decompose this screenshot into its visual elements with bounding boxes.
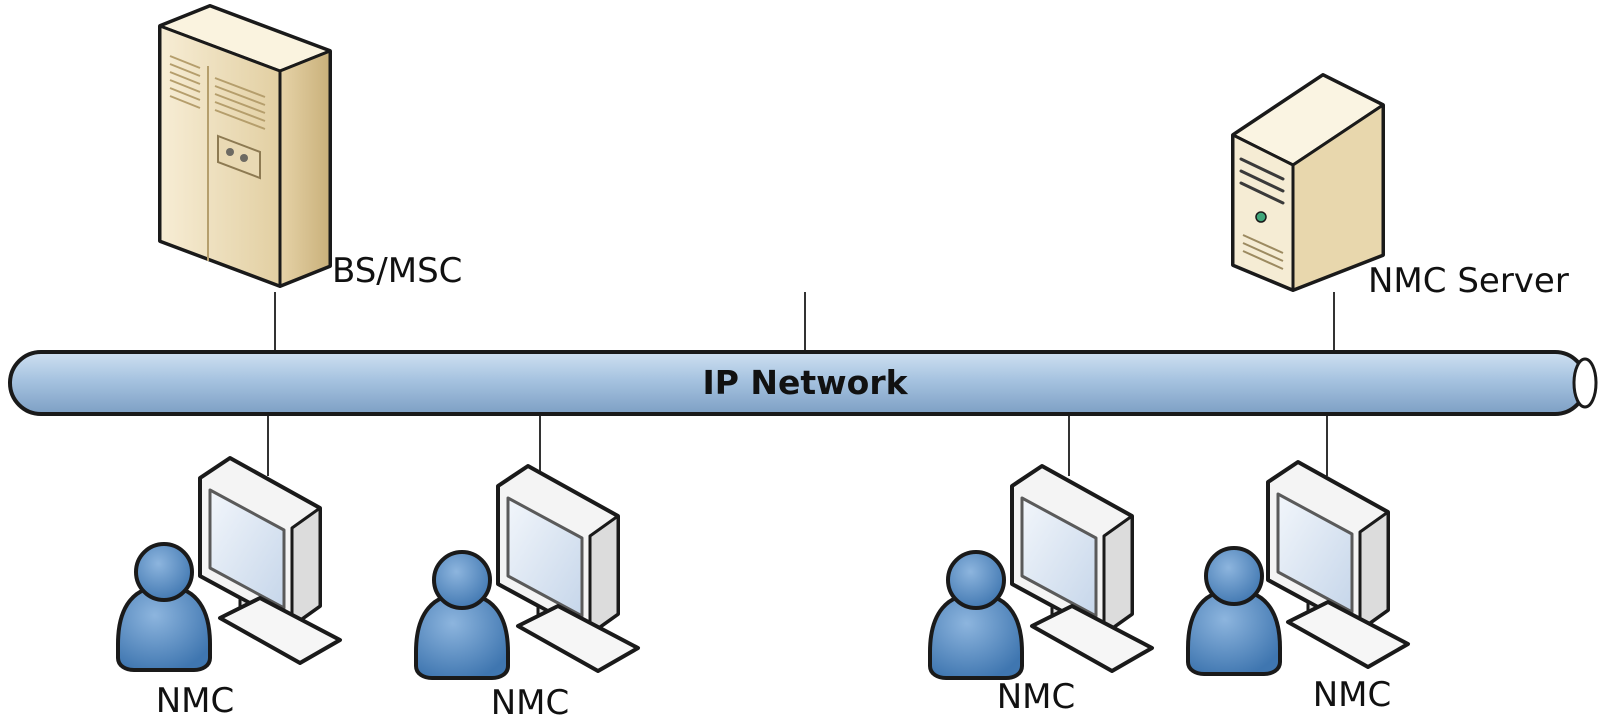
bs-msc-label: BS/MSC [332,251,462,291]
monitor-icon [496,464,640,673]
user-icon [928,550,1024,680]
monitor-icon [1010,464,1154,673]
workstation-1: NMC [116,456,342,717]
workstation-3: NMC [928,464,1154,717]
server-icon [1231,73,1385,292]
user-icon [414,550,510,680]
workstation-2: NMC [414,464,640,717]
workstation-4: NMC [1186,460,1410,715]
user-icon [116,542,212,672]
workstation-label: NMC [1313,675,1392,715]
ip-network-pipe: IP Network [8,350,1598,416]
workstation-label: NMC [997,677,1076,717]
nmc-server-label: NMC Server [1368,261,1569,301]
workstation-label: NMC [491,683,570,717]
tower-server-icon [158,4,332,288]
monitor-icon [1266,460,1410,669]
monitor-icon [198,456,342,665]
workstation-label: NMC [156,681,235,717]
network-label: IP Network [702,363,908,402]
